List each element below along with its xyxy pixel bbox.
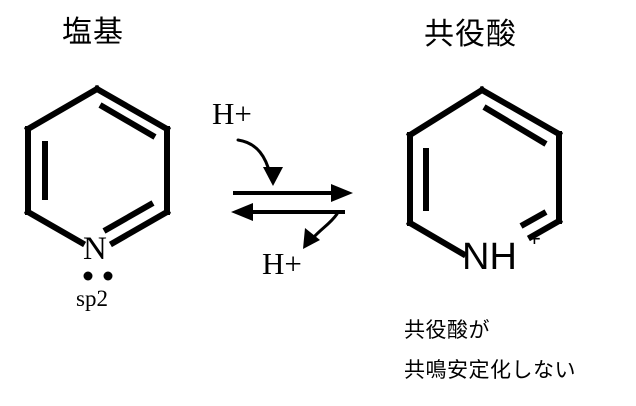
lone-pair-dot-1 <box>83 271 93 281</box>
sp2-hybridization-label: sp2 <box>76 286 108 311</box>
left-pyridine-ring <box>23 84 172 248</box>
left-nitrogen-atom-label: N <box>83 231 107 267</box>
right-structure-title: 共役酸 <box>424 18 517 51</box>
right-bond-bottom-right-stub <box>526 216 564 242</box>
left-bond-bottom-right <box>108 207 172 248</box>
left-structure-title: 塩基 <box>62 16 124 49</box>
left-double-bond-top-right <box>98 102 157 140</box>
forward-curved-arrow-head <box>263 167 283 186</box>
equilibrium-arrows <box>231 184 353 221</box>
forward-arrow-head <box>331 184 353 202</box>
left-bond-top-left <box>23 84 102 134</box>
right-bond-top-left <box>405 85 487 140</box>
right-double-bond-bottom-right <box>519 209 548 229</box>
right-bond-bottom-left <box>405 218 468 259</box>
reverse-curved-arrow-head <box>303 228 320 249</box>
left-lone-pair-dots <box>83 271 113 281</box>
left-bond-bottom-left <box>23 207 87 248</box>
right-bond-top-right <box>477 85 564 139</box>
right-pyridinium-ring <box>405 85 564 259</box>
annotation-line-1: 共役酸が <box>404 319 490 342</box>
right-double-bond-top-right <box>482 104 548 147</box>
right-nitrogen-hydrogen-label: NH <box>462 236 517 278</box>
forward-reagent-label: H+ <box>212 96 252 131</box>
lone-pair-dot-2 <box>103 271 113 281</box>
left-bond-top-right <box>92 84 172 134</box>
annotation-line-2: 共鳴安定化しない <box>404 359 576 382</box>
reverse-arrow-head <box>231 203 253 221</box>
reverse-curved-arrow-path <box>311 212 339 240</box>
reverse-reagent-label: H+ <box>262 246 302 281</box>
left-double-bond-bottom-right <box>102 200 155 234</box>
positive-charge-label: + <box>528 226 541 251</box>
curved-arrows <box>236 138 339 249</box>
